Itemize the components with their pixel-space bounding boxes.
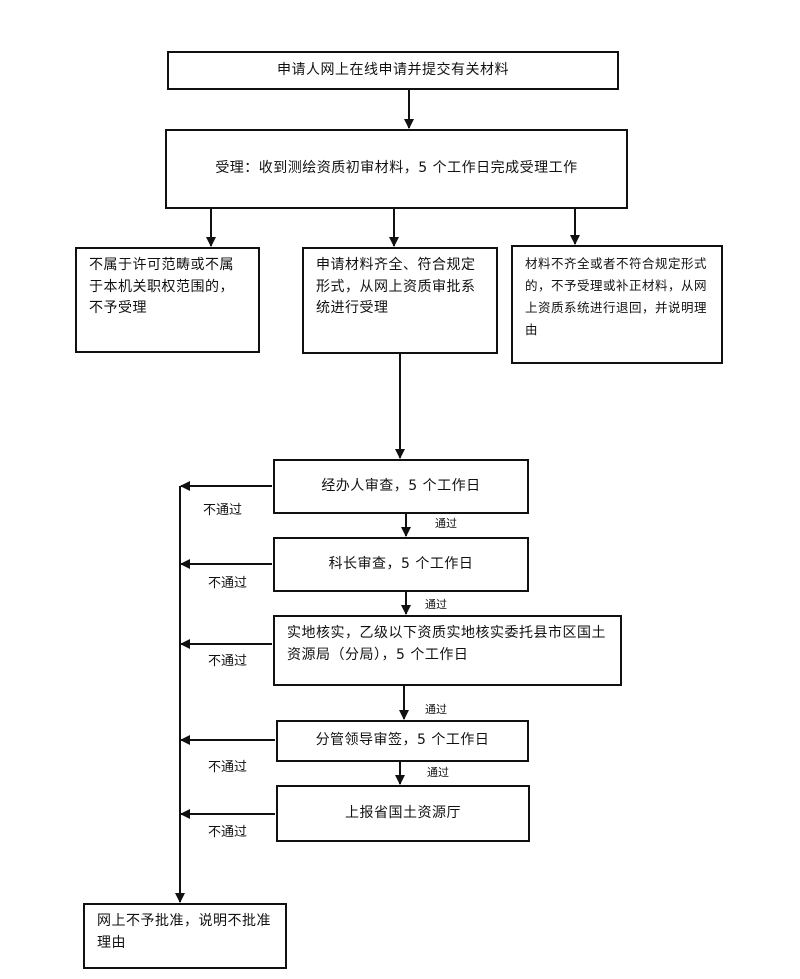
accept-text: 受理：收到测绘资质初审材料，5 个工作日完成受理工作 xyxy=(215,160,578,177)
leader-sign-box: 分管领导审签，5 个工作日 xyxy=(276,720,529,762)
handler-review-text: 经办人审查，5 个工作日 xyxy=(321,477,481,494)
complete-text: 申请材料齐全、符合规定形式，从网上资质审批系统进行受理 xyxy=(316,257,476,317)
complete-box: 申请材料齐全、符合规定形式，从网上资质审批系统进行受理 xyxy=(302,247,498,354)
leader-sign-text: 分管领导审签，5 个工作日 xyxy=(315,732,490,749)
section-chief-review-box: 科长审查，5 个工作日 xyxy=(273,537,529,592)
incomplete-box: 材料不齐全或者不符合规定形式的，不予受理或补正材料，从网上资质系统进行退回，并说… xyxy=(511,245,723,364)
apply-box: 申请人网上在线申请并提交有关材料 xyxy=(167,51,619,90)
apply-text: 申请人网上在线申请并提交有关材料 xyxy=(277,61,509,78)
field-verification-box: 实地核实，乙级以下资质实地核实委托县市区国土资源局（分局），5 个工作日 xyxy=(273,615,622,686)
fail-label: 不通过 xyxy=(208,825,248,840)
fail-label: 不通过 xyxy=(208,576,248,591)
section-chief-review-text: 科长审查，5 个工作日 xyxy=(328,555,474,572)
accept-box: 受理：收到测绘资质初审材料，5 个工作日完成受理工作 xyxy=(165,129,628,209)
fail-label: 不通过 xyxy=(208,760,248,775)
report-province-text: 上报省国土资源厅 xyxy=(345,804,461,821)
not-in-scope-text: 不属于许可范畴或不属于本机关职权范围的，不予受理 xyxy=(89,257,234,317)
fail-label: 不通过 xyxy=(203,503,243,518)
fail-label: 不通过 xyxy=(208,654,248,669)
handler-review-box: 经办人审查，5 个工作日 xyxy=(273,459,529,514)
pass-label: 通过 xyxy=(425,598,447,611)
pass-label: 通过 xyxy=(427,766,449,779)
incomplete-text: 材料不齐全或者不符合规定形式的，不予受理或补正材料，从网上资质系统进行退回，并说… xyxy=(525,256,708,337)
not-in-scope-box: 不属于许可范畴或不属于本机关职权范围的，不予受理 xyxy=(75,247,260,353)
pass-label: 通过 xyxy=(435,517,457,530)
pass-label: 通过 xyxy=(425,703,447,716)
report-province-box: 上报省国土资源厅 xyxy=(276,785,530,842)
reject-text: 网上不予批准，说明不批准理由 xyxy=(97,913,271,951)
reject-box: 网上不予批准，说明不批准理由 xyxy=(83,903,287,969)
field-verification-text: 实地核实，乙级以下资质实地核实委托县市区国土资源局（分局），5 个工作日 xyxy=(287,625,606,663)
